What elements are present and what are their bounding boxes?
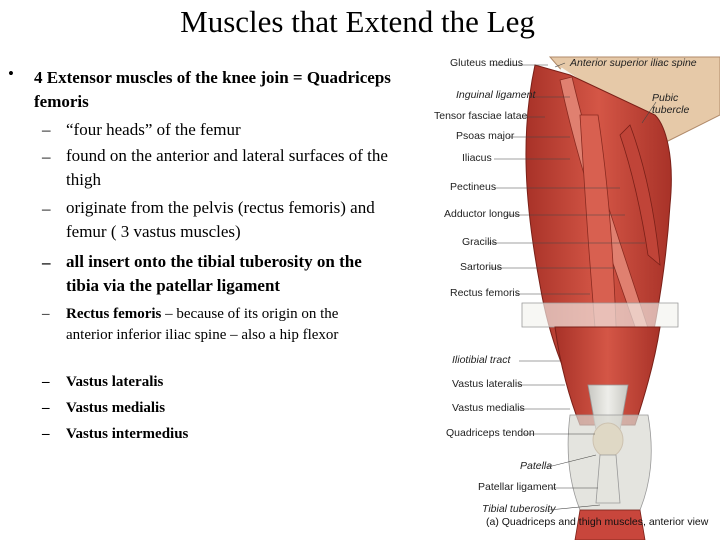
label-patella: Patella: [520, 460, 553, 472]
label-adductor-longus: Adductor longus: [444, 208, 520, 220]
label-tensor-fasciae-latae: Tensor fasciae latae: [434, 110, 528, 122]
muscle-text: Rectus femoris – because of its origin o…: [66, 304, 386, 346]
label-pubic-tubercle: Pubic tubercle: [652, 92, 690, 116]
muscle-name: Rectus femoris: [66, 306, 162, 322]
label-rectus-femoris: Rectus femoris: [450, 287, 521, 299]
dash-marker: –: [42, 426, 50, 442]
label-vastus-medialis: Vastus medialis: [452, 402, 525, 414]
dash-marker: –: [42, 253, 51, 272]
label-iliotibial-tract: Iliotibial tract: [452, 354, 511, 366]
patellar-ligament-shape: [595, 454, 621, 504]
label-gracilis: Gracilis: [462, 236, 498, 248]
label-inguinal-ligament: Inguinal ligament: [456, 89, 536, 101]
subpoint-text: “four heads” of the femur: [66, 120, 241, 139]
dash-marker: –: [42, 199, 51, 218]
slide-title: Muscles that Extend the Leg: [180, 4, 535, 39]
dash-marker: –: [42, 400, 50, 416]
muscle-name: Vastus lateralis: [66, 374, 164, 390]
cross-section-plane: [521, 302, 679, 328]
label-gluteus-medius: Gluteus medius: [450, 57, 523, 69]
dash-marker: –: [42, 147, 51, 166]
label-quadriceps-tendon: Quadriceps tendon: [446, 427, 535, 439]
label-tibial-tuberosity: Tibial tuberosity: [482, 503, 556, 515]
label-vastus-lateralis: Vastus lateralis: [452, 378, 523, 390]
quadriceps-illustration: Gluteus medius Anterior superior iliac s…: [420, 55, 720, 541]
subpoint-text: all insert onto the tibial tuberosity on…: [66, 252, 362, 295]
leader-lines: [488, 62, 657, 511]
muscle-note: – because of its origin on the anterior …: [66, 306, 339, 343]
subpoint-text: originate from the pelvis (rectus femori…: [66, 198, 375, 241]
thigh-anatomy-drawing: [488, 56, 720, 541]
dash-marker: –: [42, 306, 50, 322]
label-iliacus: Iliacus: [462, 152, 492, 164]
dash-marker: –: [42, 374, 50, 390]
label-patellar-ligament: Patellar ligament: [478, 481, 557, 493]
label-asis: Anterior superior iliac spine: [570, 57, 697, 69]
adductor-shape: [619, 124, 661, 266]
figure-caption: (a) Quadriceps and thigh muscles, anteri…: [486, 516, 709, 528]
main-bullet-text: 4 Extensor muscles of the knee join = Qu…: [34, 68, 391, 111]
bullet-marker: •: [8, 64, 14, 83]
label-sartorius: Sartorius: [460, 261, 503, 273]
label-psoas-major: Psoas major: [456, 130, 515, 142]
dash-marker: –: [42, 120, 51, 139]
muscle-name: Vastus intermedius: [66, 426, 189, 442]
label-pectineus: Pectineus: [450, 181, 497, 193]
subpoint-text: found on the anterior and lateral surfac…: [66, 146, 388, 189]
muscle-name: Vastus medialis: [66, 400, 166, 416]
